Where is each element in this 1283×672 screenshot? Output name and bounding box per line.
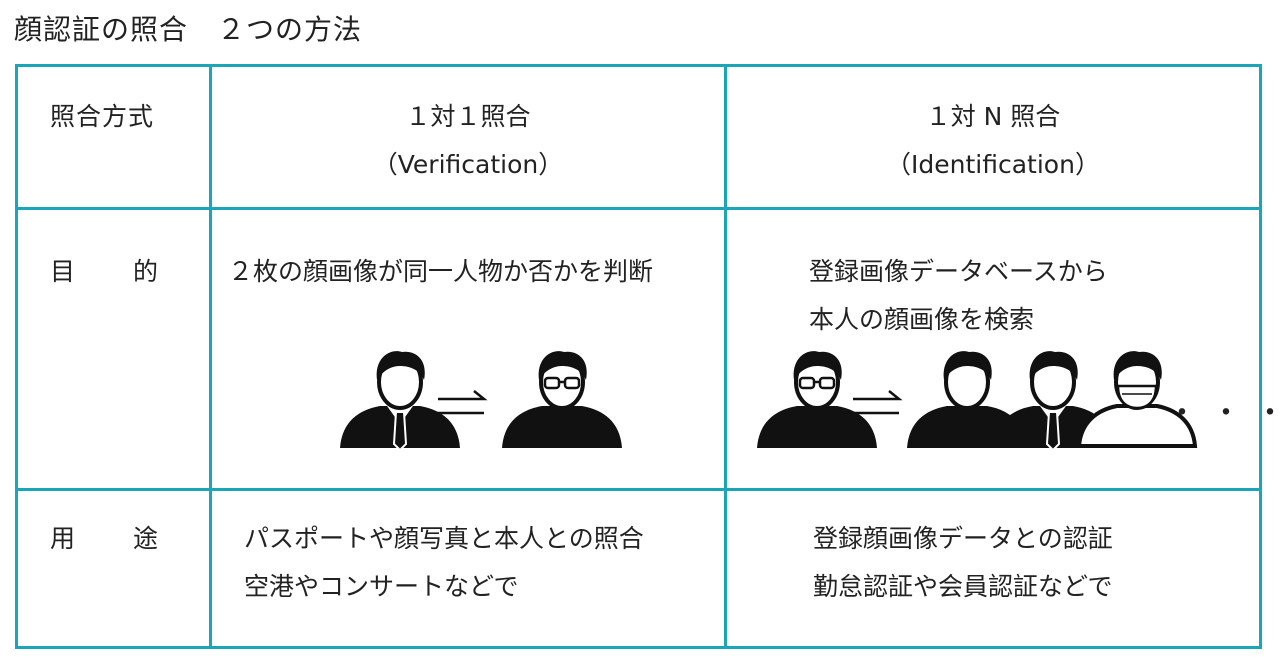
person-suit-icon [340,351,460,452]
identification-use-line2: 勤怠認証や会員認証などで [813,572,1113,601]
identification-use-line1: 登録顔画像データとの認証 [813,524,1113,553]
verification-illustration [340,351,622,452]
identification-subtitle: （Identification） [886,150,1100,179]
verification-purpose-text: ２枚の顔画像が同一人物か否かを判断 [228,257,654,286]
use-label-a: 用 [50,524,76,553]
page-title: 顔認証の照合 ２つの方法 [14,13,363,46]
verification-title: １対１照合 [405,102,531,131]
swap-arrows-icon [849,390,903,422]
comparison-table: 照合方式 １対１照合 （Verification） １対 N 照合 （Ident… [15,64,1283,649]
use-row: 用 途 パスポートや顔写真と本人との照合 空港やコンサートなどで 登録顔画像デー… [15,488,1262,649]
verification-use-line2: 空港やコンサートなどで [244,572,519,601]
verification-use-line1: パスポートや顔写真と本人との照合 [244,524,644,553]
identification-purpose-line2: 本人の顔画像を検索 [809,305,1035,334]
verification-use-cell: パスポートや顔写真と本人との照合 空港やコンサートなどで [209,488,727,649]
identification-header-cell: １対 N 照合 （Identification） [724,64,1262,210]
purpose-label-b: 的 [132,257,158,286]
verification-purpose-cell: ２枚の顔画像が同一人物か否かを判断 [209,207,727,491]
purpose-label-cell: 目 的 [15,207,212,491]
swap-arrows-icon [434,390,488,422]
identification-purpose-line1: 登録画像データベースから [809,257,1108,286]
identification-illustration [757,351,1198,452]
use-label-cell: 用 途 [15,488,212,649]
verification-header-cell: １対１照合 （Verification） [209,64,727,210]
use-label-b: 途 [132,524,158,553]
identification-use-cell: 登録顔画像データとの認証 勤怠認証や会員認証などで [724,488,1262,649]
purpose-label: 目 的 [50,248,158,296]
purpose-label-a: 目 [50,257,76,286]
person-glasses-icon [757,351,877,448]
purpose-row: 目 的 ２枚の顔画像が同一人物か否かを判断 [15,207,1283,491]
person-glasses-icon [502,351,622,448]
person-mask-icon [1076,351,1198,448]
header-row: 照合方式 １対１照合 （Verification） １対 N 照合 （Ident… [15,64,1262,210]
ellipsis: ・・・ [1167,396,1283,431]
verification-subtitle: （Verification） [372,150,564,179]
use-label: 用 途 [50,515,158,563]
identification-title: １対 N 照合 [925,102,1061,131]
method-label-cell: 照合方式 [15,64,212,210]
identification-purpose-cell: 登録画像データベースから 本人の顔画像を検索 [724,207,1283,491]
method-label: 照合方式 [50,102,155,131]
